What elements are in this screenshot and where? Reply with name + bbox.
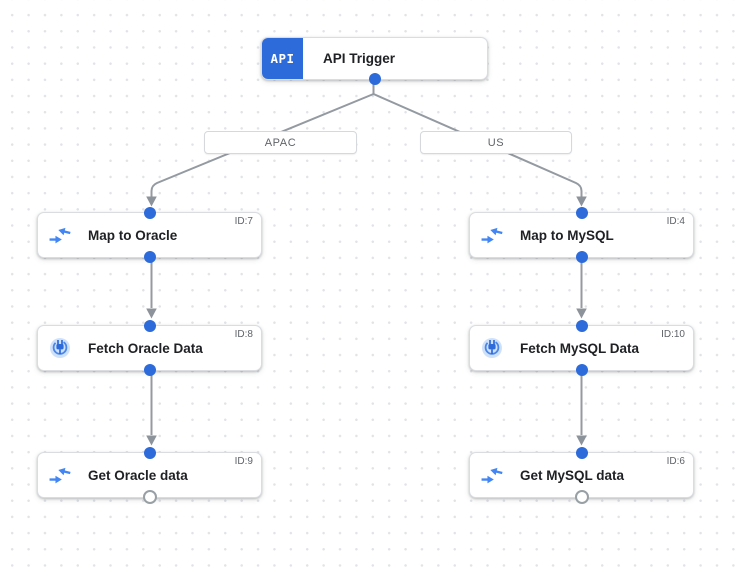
connector-icon	[481, 337, 503, 359]
node-id-badge: ID:6	[666, 456, 685, 467]
edge-branch-us	[373, 93, 583, 197]
node-id-badge: ID:4	[666, 216, 685, 227]
node-fetch-mysql-data[interactable]: Fetch MySQL Data ID:10	[469, 320, 694, 376]
output-port[interactable]	[368, 73, 381, 85]
data-mapping-icon	[49, 224, 71, 246]
node-title: Fetch MySQL Data	[520, 340, 640, 356]
arrowhead	[146, 196, 157, 207]
edge-branch-apac	[150, 93, 374, 197]
node-title: Fetch Oracle Data	[88, 340, 203, 356]
input-port[interactable]	[143, 447, 156, 459]
api-badge: API	[262, 38, 303, 79]
output-port[interactable]	[575, 364, 588, 376]
input-port[interactable]	[575, 320, 588, 332]
output-port[interactable]	[143, 251, 156, 263]
branch-label-apac[interactable]: APAC	[204, 131, 357, 154]
output-port[interactable]	[143, 364, 156, 376]
input-port[interactable]	[575, 447, 588, 459]
input-port[interactable]	[143, 320, 156, 332]
branch-label-us[interactable]: US	[420, 131, 572, 154]
terminal-port[interactable]	[574, 490, 589, 504]
node-title: Map to MySQL	[520, 227, 614, 243]
arrowhead	[576, 308, 587, 319]
node-id-badge: ID:8	[234, 329, 253, 340]
node-map-to-oracle[interactable]: Map to Oracle ID:7	[37, 207, 262, 263]
node-title: API Trigger	[323, 51, 396, 66]
node-map-to-mysql[interactable]: Map to MySQL ID:4	[469, 207, 694, 263]
data-mapping-icon	[481, 224, 503, 246]
data-mapping-icon	[49, 464, 71, 486]
arrowhead	[146, 308, 157, 319]
node-fetch-oracle-data[interactable]: Fetch Oracle Data ID:8	[37, 320, 262, 376]
branch-label-text: APAC	[264, 136, 297, 149]
node-id-badge: ID:9	[234, 456, 253, 467]
input-port[interactable]	[575, 207, 588, 219]
terminal-port[interactable]	[142, 490, 157, 504]
branch-label-text: US	[487, 136, 505, 149]
node-get-oracle-data[interactable]: Get Oracle data ID:9	[37, 447, 262, 504]
node-title: Map to Oracle	[88, 227, 178, 243]
node-id-badge: ID:7	[234, 216, 253, 227]
arrowhead	[146, 435, 157, 446]
node-api-trigger[interactable]: API API Trigger	[261, 37, 488, 85]
node-id-badge: ID:10	[661, 329, 685, 340]
input-port[interactable]	[143, 207, 156, 219]
node-title: Get Oracle data	[88, 467, 188, 483]
arrowhead	[576, 196, 587, 207]
node-title: Get MySQL data	[520, 467, 625, 483]
node-get-mysql-data[interactable]: Get MySQL data ID:6	[469, 447, 694, 504]
output-port[interactable]	[575, 251, 588, 263]
arrowhead	[576, 435, 587, 446]
connector-icon	[49, 337, 71, 359]
data-mapping-icon	[481, 464, 503, 486]
